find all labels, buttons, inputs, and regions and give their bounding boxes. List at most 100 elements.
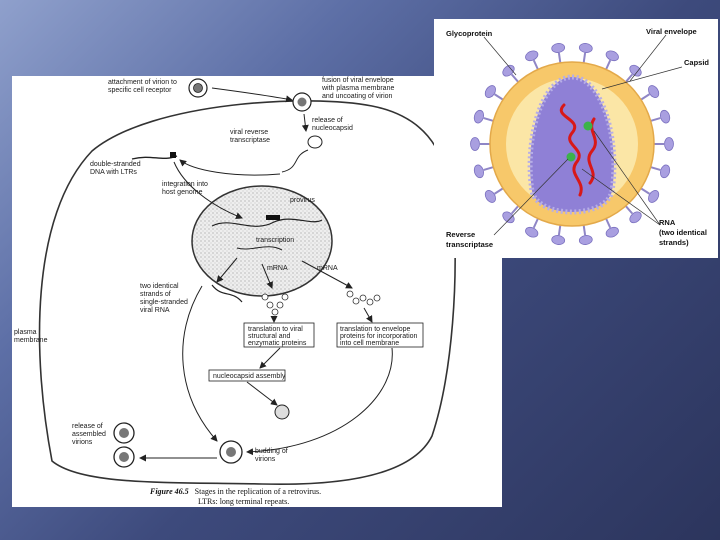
label-translation-envelope-2: proteins for incorporation — [340, 333, 418, 340]
rna-strand-2 — [587, 117, 597, 185]
label-fusion-2: with plasma membrane — [321, 85, 394, 92]
assembled-nucleocapsid — [274, 404, 290, 420]
attaching-virion — [188, 78, 208, 98]
translation-structural-box — [243, 322, 315, 348]
label-ds-dna-1: double-stranded — [90, 161, 141, 168]
glycoprotein-head — [484, 190, 496, 203]
label-mrna-right: mRNA — [317, 265, 338, 272]
glycoprotein-head — [629, 64, 642, 77]
glycoprotein-head — [605, 50, 619, 62]
label-translation-structural-1: translation to viral — [248, 326, 303, 333]
ribosomes-envelope — [346, 290, 381, 306]
nucleocapsid-assembly-box — [208, 369, 286, 382]
label-reverse-transcriptase-2: transcriptase — [446, 240, 493, 249]
glycoprotein-head — [551, 43, 566, 53]
translation-envelope-box — [336, 322, 424, 348]
label-ss-rna-1: two identical — [140, 283, 179, 290]
caption-line-1: Stages in the replication of a retroviru… — [195, 487, 321, 496]
glycoprotein-head — [578, 235, 593, 245]
label-translation-envelope-3: into cell membrane — [340, 340, 399, 347]
label-translation-structural-2: structural and — [248, 333, 291, 340]
reverse-transcriptase-2 — [566, 152, 576, 162]
label-attachment-2: specific cell receptor — [108, 87, 172, 94]
caption-figure-number: Figure 46.5 — [149, 487, 189, 496]
label-reverse-transcriptase-1: Reverse — [446, 230, 475, 239]
glycoprotein-head — [473, 164, 485, 179]
label-rna-2: (two identical — [659, 228, 707, 237]
virion-structure-svg: Glycoprotein Viral envelope Capsid RNA(t… — [446, 27, 709, 249]
label-translation-envelope-1: translation to envelope — [340, 326, 411, 333]
glycoprotein-head — [578, 43, 593, 53]
label-capsid: Capsid — [684, 58, 709, 67]
glycoprotein-head — [502, 211, 515, 224]
label-ds-dna-2: DNA with LTRs — [90, 169, 137, 176]
rna-strand-1 — [560, 103, 583, 197]
label-fusion-1: fusion of viral envelope — [322, 77, 394, 84]
label-ss-rna-3: single-stranded — [140, 299, 188, 306]
glycoprotein-head — [629, 211, 642, 224]
label-integration-1: integration into — [162, 181, 208, 188]
label-rna-1: RNA — [659, 218, 676, 227]
released-virion-2 — [113, 446, 135, 468]
glycoprotein-head — [659, 109, 671, 124]
label-release-virions-2: assembled — [72, 431, 106, 438]
caption-line-2: LTRs: long terminal repeats. — [198, 497, 289, 506]
glycoprotein-head — [502, 64, 515, 77]
glycoprotein-head — [525, 50, 539, 62]
glycoprotein-head — [659, 164, 671, 179]
virion-structure-diagram: Glycoprotein Viral envelope Capsid RNA(t… — [434, 19, 718, 258]
label-reverse-transcriptase-2: transcriptase — [230, 137, 270, 144]
label-attachment-1: attachment of virion to — [108, 79, 177, 86]
glycoprotein-head — [605, 226, 619, 238]
label-release-virions-1: release of — [72, 423, 103, 430]
label-plasma-membrane-1: plasma — [14, 329, 37, 336]
glycoprotein-head — [473, 109, 485, 124]
label-release-nucleocapsid-2: nucleocapsid — [312, 125, 353, 132]
svg-text:Figure 46.5 Stages in the: Figure 46.5 Stages in the replication of… — [149, 487, 321, 496]
glycoprotein-head — [470, 137, 480, 151]
label-integration-2: host genome — [162, 189, 203, 196]
label-ss-rna-4: viral RNA — [140, 307, 170, 314]
label-budding-1: budding of — [255, 448, 288, 455]
label-mrna-left: mRNA — [267, 265, 288, 272]
glycoprotein-head — [648, 190, 660, 203]
released-virion-1 — [113, 422, 135, 444]
glycoprotein-head — [484, 85, 496, 98]
budding-virion — [219, 440, 243, 464]
fusing-virion — [292, 92, 312, 112]
label-transcription: transcription — [256, 237, 294, 244]
label-release-virions-3: virions — [72, 439, 93, 446]
label-translation-structural-3: enzymatic proteins — [248, 340, 307, 347]
label-nucleocapsid-assembly: nucleocapsid assembly — [213, 373, 286, 380]
label-ss-rna-2: strands of — [140, 291, 171, 298]
label-provirus: provirus — [290, 197, 315, 204]
glycoprotein-head — [551, 235, 566, 245]
reverse-transcriptase-1 — [583, 121, 593, 131]
glycoprotein-head — [525, 226, 539, 238]
ribosomes-structural — [261, 293, 289, 316]
glycoprotein-head — [648, 85, 660, 98]
label-fusion-3: and uncoating of virion — [322, 93, 393, 100]
label-glycoprotein: Glycoprotein — [446, 29, 493, 38]
label-rna-3: strands) — [659, 238, 689, 247]
label-budding-2: virions — [255, 456, 276, 463]
label-viral-envelope: Viral envelope — [646, 27, 697, 36]
label-plasma-membrane-2: membrane — [14, 337, 48, 344]
glycoprotein-head — [664, 137, 674, 151]
